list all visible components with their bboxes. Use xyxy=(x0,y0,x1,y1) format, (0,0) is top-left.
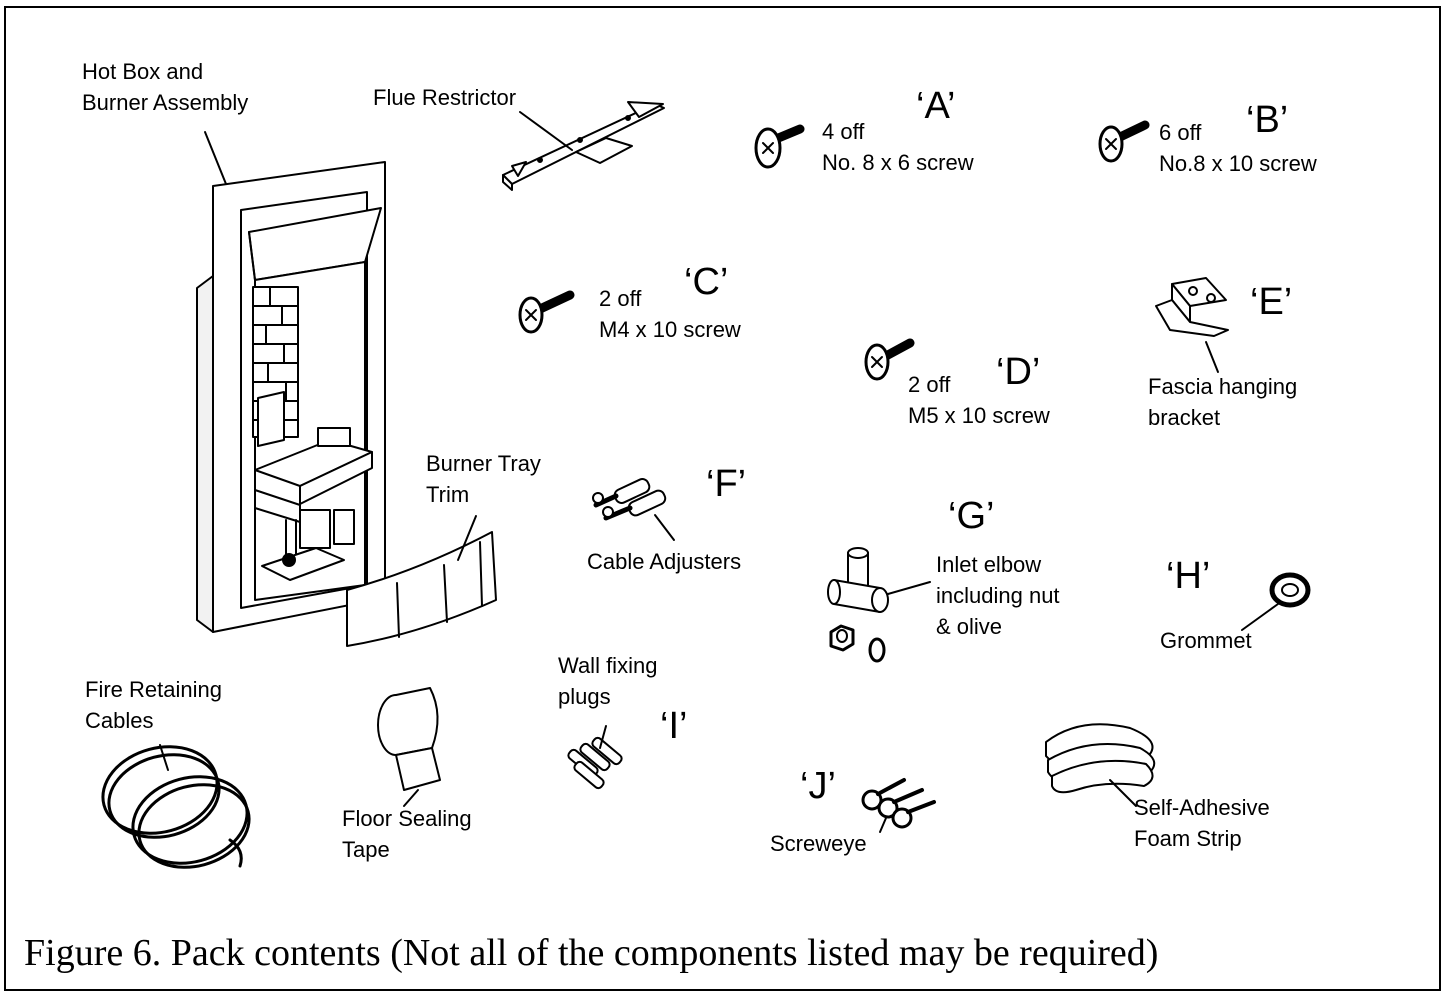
grommet-tag: ‘H’ xyxy=(1166,555,1211,597)
floor-tape-label: Floor Sealing Tape xyxy=(342,806,472,862)
wall-plugs-illustration xyxy=(567,725,623,790)
screw-b-spec: No.8 x 10 screw xyxy=(1159,151,1317,176)
screw-d-spec: M5 x 10 screw xyxy=(908,403,1050,428)
hot-box-burner-assembly xyxy=(196,161,386,633)
screweye-label: Screweye xyxy=(770,831,867,856)
cable-adjusters-tag: ‘F’ xyxy=(706,463,747,505)
inlet-elbow-illustration xyxy=(827,547,931,663)
screw-c-tag: ‘C’ xyxy=(684,261,729,303)
inlet-elbow-tag: ‘G’ xyxy=(948,495,995,537)
fire-cables-label: Fire Retaining Cables xyxy=(85,677,222,733)
screw-a-spec: No. 8 x 6 screw xyxy=(822,150,974,175)
screw-c-qty: 2 off xyxy=(599,286,642,311)
inlet-elbow-label: Inlet elbow including nut & olive xyxy=(936,552,1060,639)
screw-d-illustration xyxy=(864,338,915,381)
hot-box-label: Hot Box and Burner Assembly xyxy=(82,59,249,115)
figure-caption: Figure 6. Pack contents (Not all of the … xyxy=(24,932,1159,974)
cable-adjusters-illustration xyxy=(592,478,675,541)
bracket-e-tag: ‘E’ xyxy=(1250,281,1293,323)
screw-a-tag: ‘A’ xyxy=(916,85,956,127)
screw-c-spec: M4 x 10 screw xyxy=(599,317,741,342)
foam-strip-illustration xyxy=(1045,723,1156,807)
screw-d-qty: 2 off xyxy=(908,372,951,397)
fascia-bracket-illustration xyxy=(1155,277,1229,373)
wall-plugs-label: Wall fixing plugs xyxy=(558,653,658,709)
burner-tray-trim-label: Burner Tray Trim xyxy=(426,451,541,507)
wall-plugs-tag: ‘I’ xyxy=(660,705,688,747)
screw-b-illustration xyxy=(1098,120,1150,163)
screweye-tag: ‘J’ xyxy=(800,765,836,807)
screw-a-illustration xyxy=(754,124,805,169)
flue-restrictor-label: Flue Restrictor xyxy=(373,85,517,110)
grommet-illustration xyxy=(1241,572,1311,631)
screw-d-tag: ‘D’ xyxy=(996,351,1041,393)
floor-sealing-tape-illustration xyxy=(377,687,441,807)
bracket-e-label: Fascia hanging bracket xyxy=(1148,374,1298,430)
leader-lines xyxy=(204,111,573,561)
flue-restrictor xyxy=(502,101,665,191)
grommet-label: Grommet xyxy=(1160,628,1252,653)
screweye-illustration xyxy=(861,778,936,833)
foam-strip-label: Self-Adhesive Foam Strip xyxy=(1134,795,1270,851)
fire-retaining-cables-illustration xyxy=(101,744,251,869)
screw-c-illustration xyxy=(518,290,575,334)
cable-adjusters-label: Cable Adjusters xyxy=(587,549,742,574)
screw-b-qty: 6 off xyxy=(1159,120,1202,145)
screw-a-qty: 4 off xyxy=(822,119,865,144)
screw-b-tag: ‘B’ xyxy=(1246,99,1289,141)
